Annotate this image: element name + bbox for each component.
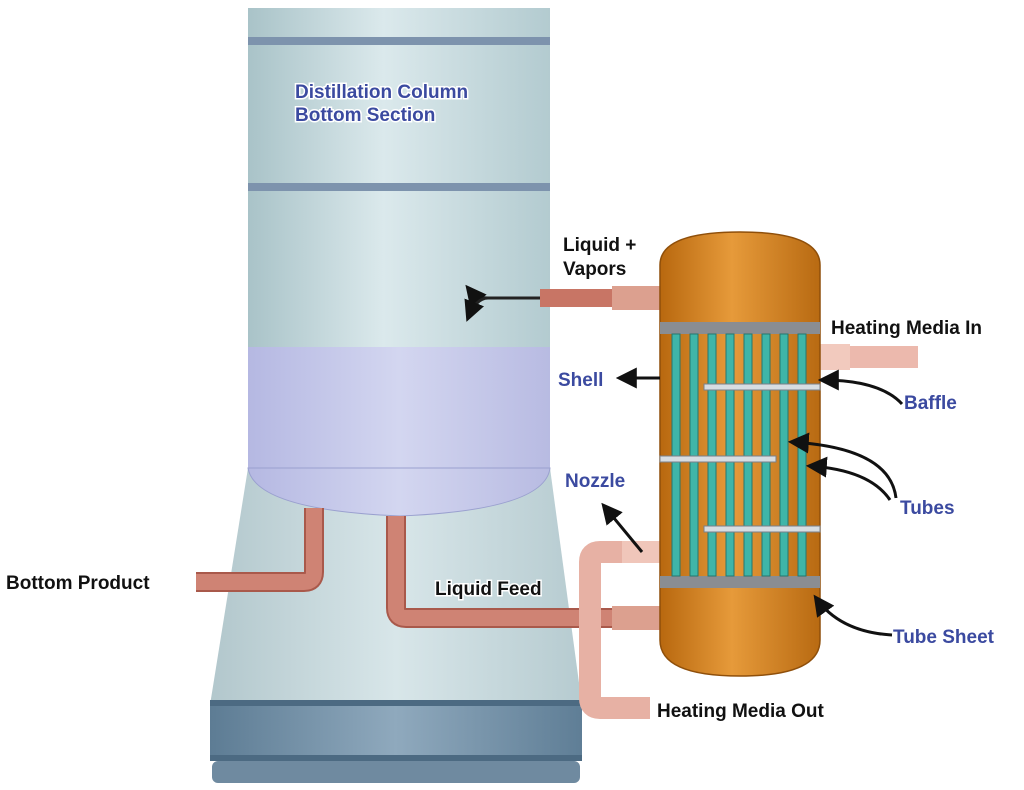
- shell-label: Shell: [558, 370, 603, 391]
- column-bottom-head: [247, 467, 551, 517]
- column-base: [210, 700, 582, 760]
- tube-bundle: [671, 333, 807, 577]
- heating-media-in-label: Heating Media In: [831, 318, 982, 339]
- baffle-arrow: [817, 369, 904, 406]
- tube: [689, 333, 699, 577]
- liquid-vapors-line2: Vapors: [563, 259, 626, 280]
- tube: [743, 333, 753, 577]
- exchanger-shell: [659, 231, 821, 677]
- tube-sheet-arrow: [813, 594, 893, 637]
- bottom-product-pipe: [196, 508, 322, 590]
- baffle: [703, 525, 821, 533]
- tube: [725, 333, 735, 577]
- vapor-pipe-flange: [612, 286, 660, 310]
- column-flange-top: [248, 37, 550, 45]
- flow-split-arrow: [464, 284, 540, 322]
- tube: [671, 333, 681, 577]
- tubes-arrow-upper: [787, 432, 898, 499]
- baffle: [703, 383, 821, 391]
- callout-arrows: [601, 367, 904, 637]
- nozzle-label: Nozzle: [565, 471, 625, 492]
- tube: [761, 333, 771, 577]
- liquid-vapors-line1: Liquid +: [563, 235, 636, 256]
- base-foot: [212, 761, 580, 783]
- tube-sheet-label: Tube Sheet: [893, 627, 995, 648]
- baffle-label: Baffle: [904, 393, 957, 414]
- heating-media-out-pipe: [579, 541, 660, 719]
- tubes-arrow-lower: [805, 456, 892, 501]
- nozzle-arrow: [601, 502, 644, 553]
- column-title-line1: Distillation Column: [295, 82, 468, 103]
- tube: [797, 333, 807, 577]
- tube: [779, 333, 789, 577]
- pipes: [196, 286, 918, 719]
- base-top-edge: [210, 700, 582, 706]
- distillation-column: [210, 8, 582, 783]
- liquid-feed-label: Liquid Feed: [435, 579, 542, 600]
- column-title-line2: Bottom Section: [295, 105, 435, 126]
- bottom-product-label: Bottom Product: [6, 573, 150, 594]
- liquid-level: [248, 347, 550, 470]
- tube: [707, 333, 717, 577]
- heating-media-in-flange: [820, 344, 850, 370]
- heat-exchanger: [659, 231, 821, 677]
- heating-media-out-label: Heating Media Out: [657, 701, 824, 722]
- tube-sheet-top: [660, 322, 820, 334]
- labels: Distillation Column Bottom Section Liqui…: [5, 81, 997, 724]
- baffle: [659, 455, 777, 463]
- tube-sheet-bottom: [660, 576, 820, 588]
- base-band: [210, 755, 582, 761]
- tubes-label: Tubes: [900, 498, 955, 519]
- liquid-feed-pipe: [388, 516, 660, 626]
- column-flange-middle: [248, 183, 550, 191]
- feed-pipe-flange: [612, 606, 660, 630]
